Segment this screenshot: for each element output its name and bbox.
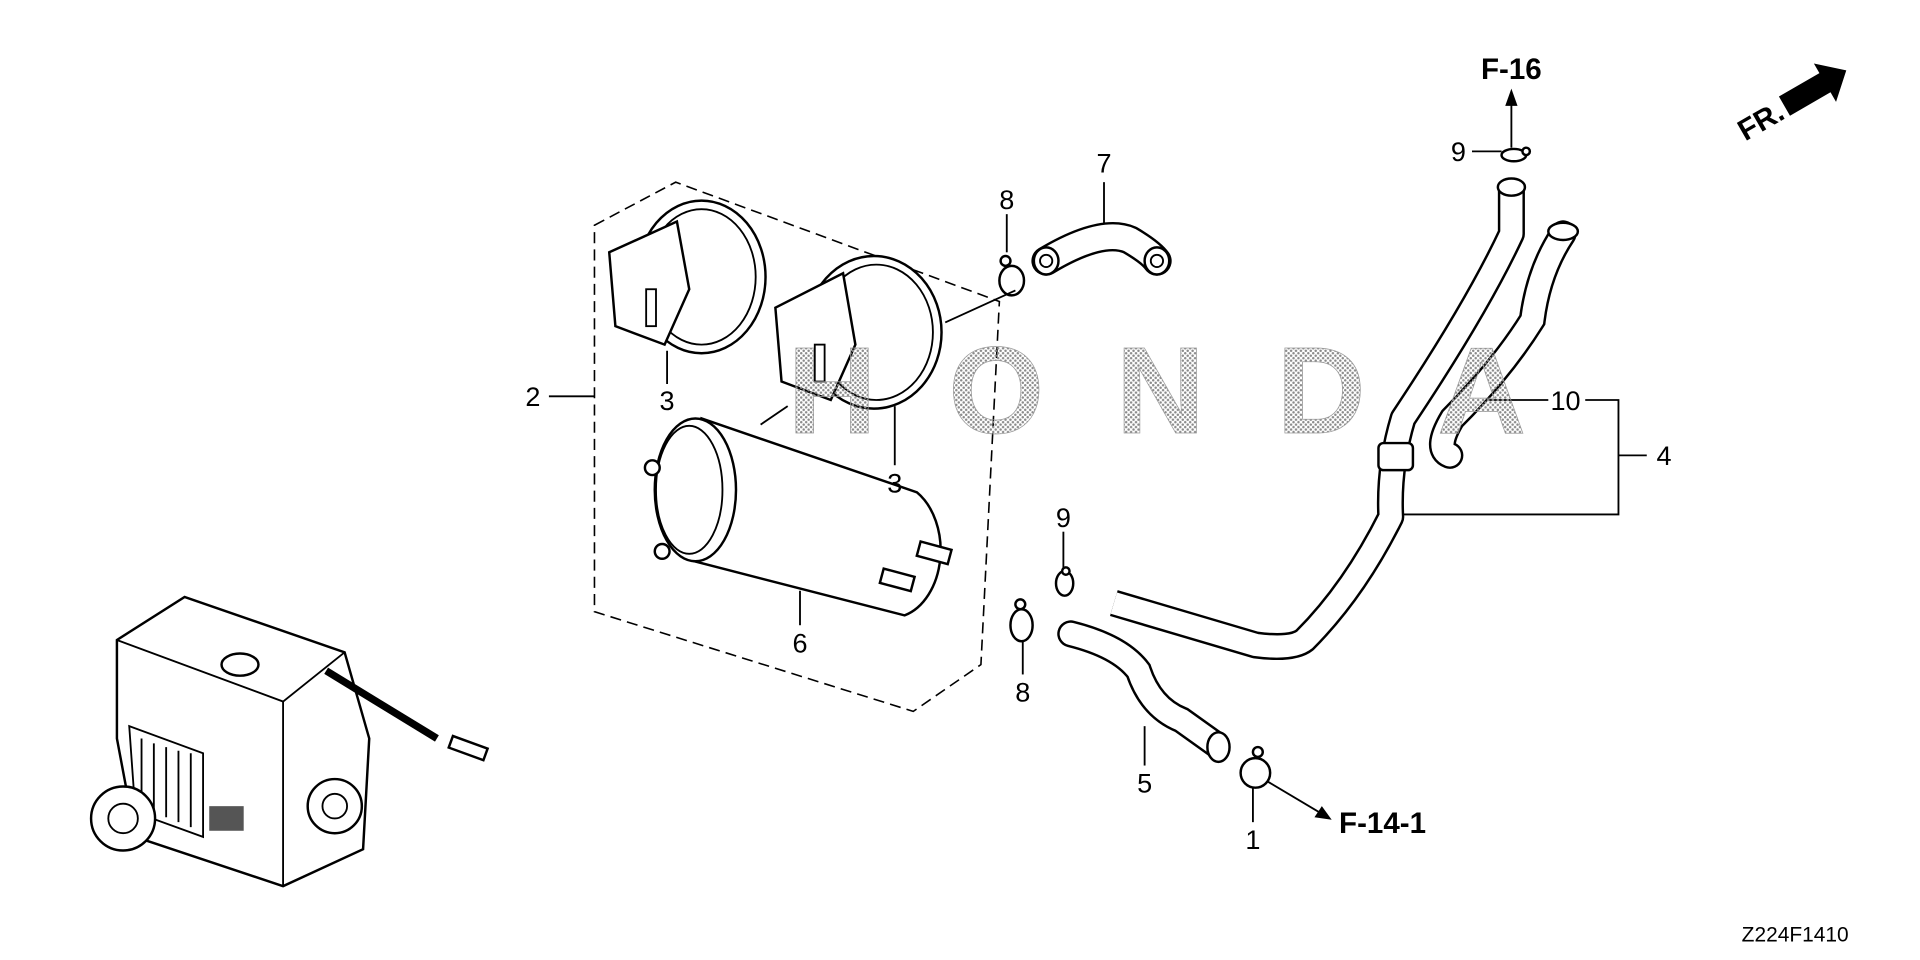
front-direction-arrow: FR. (1732, 63, 1847, 148)
callout-1[interactable]: 1 (1245, 824, 1260, 855)
generator-illustration (89, 595, 490, 888)
charcoal-canister (643, 416, 954, 617)
reference-f16[interactable]: F-16 (1481, 53, 1542, 86)
hose-clip-8-top (998, 254, 1026, 297)
callout-3-left[interactable]: 3 (660, 385, 675, 416)
callout-8-bottom[interactable]: 8 (1015, 677, 1030, 708)
callout-9-mid[interactable]: 9 (1056, 502, 1071, 533)
arrow-icon (1778, 63, 1847, 116)
leader-lines (548, 88, 1647, 823)
callout-8-top[interactable]: 8 (999, 184, 1014, 215)
callout-5[interactable]: 5 (1137, 768, 1152, 799)
front-label: FR. (1732, 95, 1790, 147)
callout-2[interactable]: 2 (525, 381, 540, 412)
callout-10[interactable]: 10 (1550, 385, 1580, 416)
hose-5 (1057, 620, 1231, 764)
reference-f14-1[interactable]: F-14-1 (1339, 807, 1426, 840)
hose-assembly-4 (1110, 177, 1580, 661)
hose-clip-8-bottom (1009, 598, 1034, 643)
callout-6[interactable]: 6 (792, 627, 807, 658)
callout-7[interactable]: 7 (1096, 147, 1111, 178)
diagram-code: Z224F1410 (1742, 924, 1849, 947)
kit-boundary (593, 181, 1001, 713)
callout-9-top[interactable]: 9 (1451, 136, 1466, 167)
callout-3-right[interactable]: 3 (887, 467, 902, 498)
hose-clip-1 (1239, 745, 1272, 789)
hose-clip-9-mid (1054, 566, 1075, 597)
canister-band-right (774, 254, 943, 410)
canister-band-left (607, 199, 767, 355)
callout-4[interactable]: 4 (1656, 440, 1671, 471)
hose-clip-9-top (1500, 146, 1532, 163)
